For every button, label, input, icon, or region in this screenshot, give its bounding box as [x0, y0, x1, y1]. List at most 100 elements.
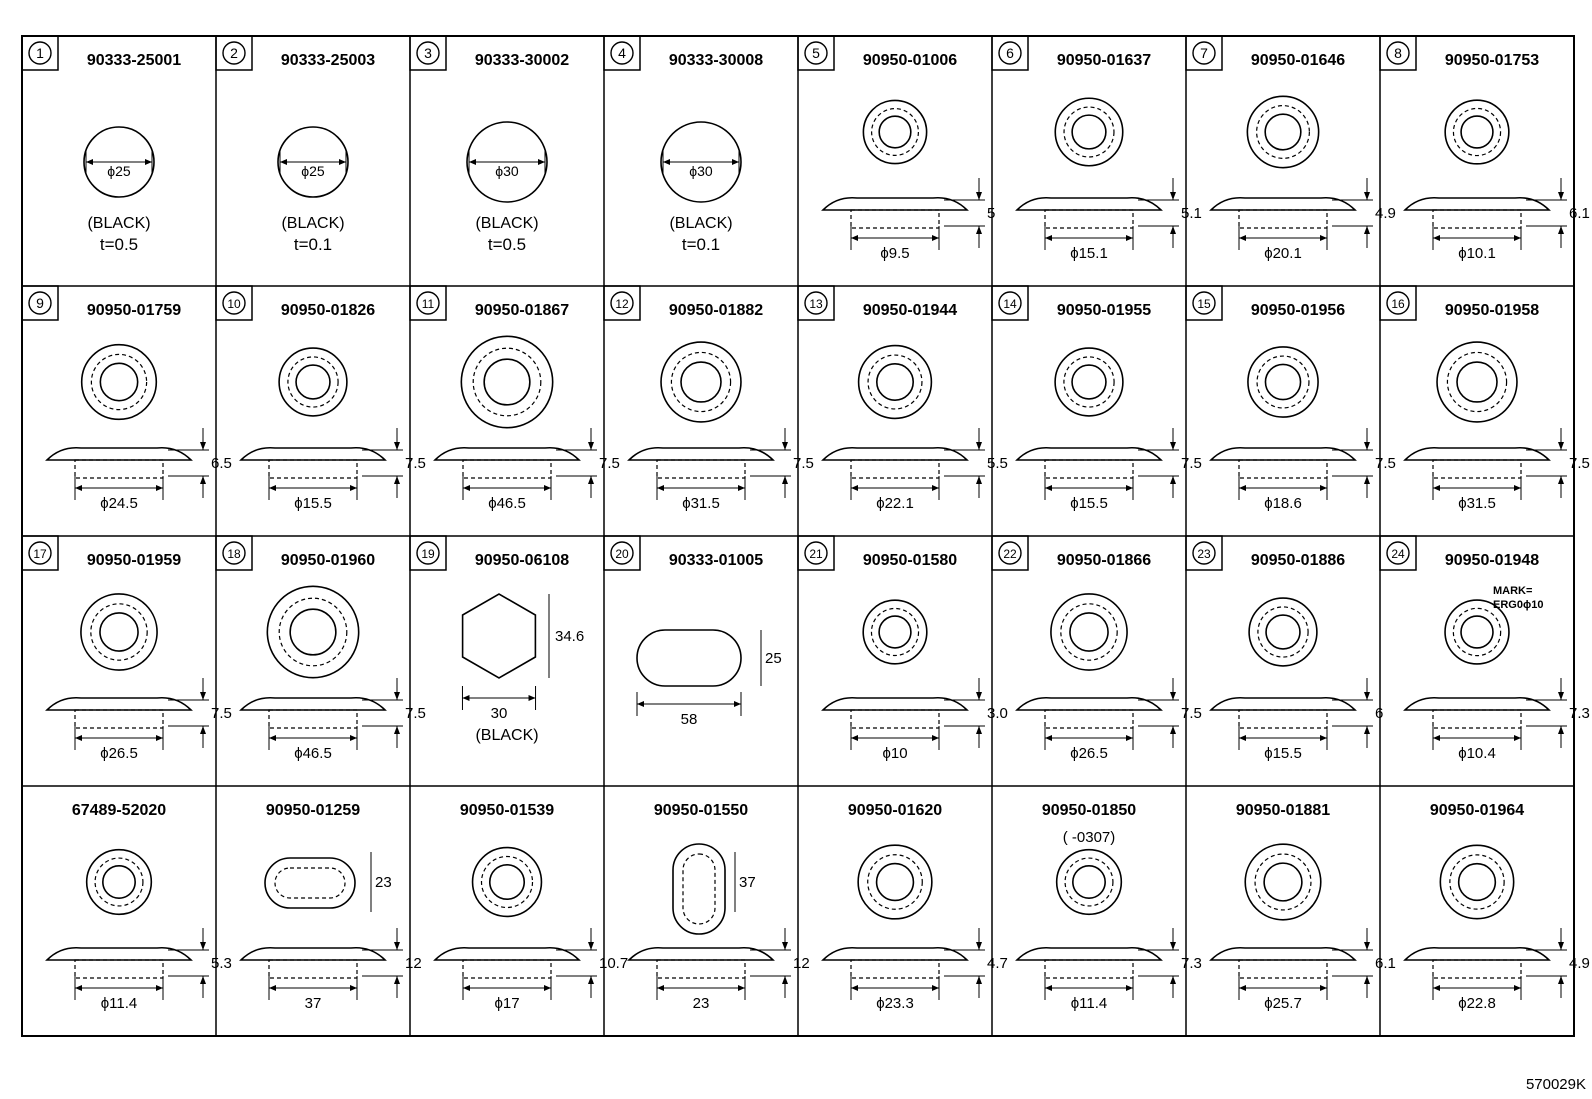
arrow-head [1170, 226, 1176, 234]
arrow-head [269, 735, 276, 741]
index-circle [1192, 541, 1216, 565]
grommet-inner-ring [1071, 364, 1107, 400]
dimension-label: ϕ18.6 [1264, 495, 1302, 512]
arrow-head [1364, 192, 1370, 200]
index-circle [416, 291, 440, 315]
dimension-label: ϕ46.5 [294, 745, 332, 762]
dimension-label: ϕ31.5 [682, 495, 720, 512]
part-number: 90950-01960 [281, 552, 375, 569]
grommet-body [1432, 959, 1522, 979]
grommet-body [74, 709, 164, 729]
dimension-label: 10.7 [599, 955, 628, 972]
arrow-head [932, 235, 939, 241]
dimension-label: ϕ15.1 [1070, 245, 1108, 262]
grommet-outer-ring [857, 844, 933, 920]
index-circle [28, 41, 52, 65]
grommet-outer-ring [1244, 843, 1322, 921]
arrow-head [1558, 726, 1564, 734]
part-number: 90950-01958 [1445, 302, 1539, 319]
index-number: 1 [36, 45, 44, 61]
dimension-label: ϕ25 [107, 163, 131, 179]
arrow-head [1364, 442, 1370, 450]
index-number: 19 [421, 547, 435, 561]
grommet-dashed-ring [1063, 106, 1115, 158]
arrow-head [1514, 485, 1521, 491]
arrow-head [1320, 485, 1327, 491]
grommet-inner-ring [1460, 115, 1494, 149]
index-number: 2 [230, 45, 238, 61]
thickness-note: t=0.5 [100, 235, 138, 254]
grommet-outer-ring [1444, 99, 1510, 165]
index-number: 21 [809, 547, 823, 561]
index-number: 23 [1197, 547, 1211, 561]
grommet-dashed-ring [867, 354, 923, 410]
grommet-outer-ring [862, 99, 928, 165]
grommet-inner-ring [1069, 612, 1109, 652]
arrow-head [782, 976, 788, 984]
index-box [21, 285, 59, 321]
thickness-note: t=0.1 [294, 235, 332, 254]
arrow-head [782, 476, 788, 484]
arrow-head [1558, 192, 1564, 200]
dimension-label: 7.5 [793, 455, 814, 472]
part-number: 90950-01637 [1057, 52, 1151, 69]
disc-outline [466, 121, 548, 203]
arrow-head [544, 985, 551, 991]
arrow-head [463, 485, 470, 491]
oblong-plate [636, 629, 742, 687]
arrow-head [462, 695, 470, 701]
part-cell: 90950-01850( -0307)ϕ11.47.3 [1015, 802, 1202, 1012]
grommet-flange [433, 446, 581, 461]
arrow-head [1045, 735, 1052, 741]
arrow-head [1514, 735, 1521, 741]
arrow-head [394, 476, 400, 484]
grommet-body [74, 459, 164, 479]
index-circle [610, 541, 634, 565]
dimension-label: 37 [305, 995, 322, 1012]
dimension-label: ϕ11.4 [1071, 995, 1107, 1012]
arrow-head [394, 726, 400, 734]
index-box [21, 35, 59, 71]
arrow-head [976, 192, 982, 200]
arrow-head [1170, 976, 1176, 984]
dimension-label: 4.7 [987, 955, 1008, 972]
grommet-outer-ring [1054, 347, 1124, 417]
part-number: 90950-01759 [87, 302, 181, 319]
grommet-flange [1015, 446, 1163, 461]
grommet-flange [433, 946, 581, 961]
dimension-label: ϕ26.5 [100, 745, 138, 762]
arrow-head [1320, 235, 1327, 241]
grommet-inner-ring [102, 865, 136, 899]
grommet-flange [627, 446, 775, 461]
grommet-outer-ring [660, 341, 742, 423]
oval-inner [274, 867, 346, 899]
grommet-dashed-ring [94, 857, 144, 907]
dimension-label: ϕ23.3 [876, 995, 914, 1012]
arrow-head [1045, 235, 1052, 241]
grommet-dashed-ring [871, 108, 919, 156]
grommet-flange [239, 946, 387, 961]
arrow-head [350, 985, 357, 991]
grommet-body [268, 459, 358, 479]
grommet-dashed-ring [1254, 853, 1312, 911]
index-circle [610, 41, 634, 65]
grommet-body [1044, 709, 1134, 729]
index-box [603, 35, 641, 71]
arrow-head [75, 485, 82, 491]
grommet-outer-ring [1247, 346, 1319, 418]
dimension-label: 5.3 [211, 955, 232, 972]
part-number: 90950-01850 [1042, 802, 1136, 819]
color-note: (BLACK) [475, 215, 538, 232]
grommet-body [850, 959, 940, 979]
dimension-label: 6.1 [1375, 955, 1396, 972]
arrow-head [200, 942, 206, 950]
grommet-inner-ring [99, 612, 139, 652]
dimension-label: 5.1 [1181, 205, 1202, 222]
index-box [603, 285, 641, 321]
grommet-flange [1015, 696, 1163, 711]
part-number: 90950-06108 [475, 552, 569, 569]
